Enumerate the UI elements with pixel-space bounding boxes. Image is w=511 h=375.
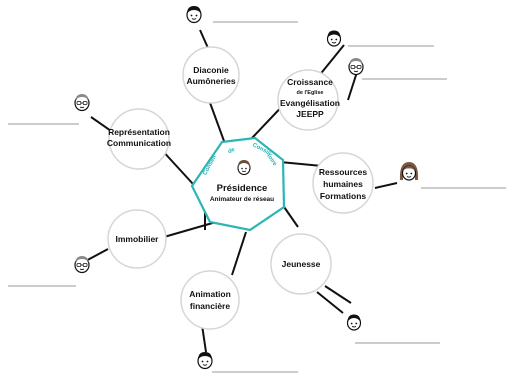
node-label-representation: Représentation Communication: [107, 127, 171, 148]
svg-text:JEEPP: JEEPP: [296, 109, 324, 119]
node-label-animation: Animation financière: [189, 289, 231, 311]
node-circle-ressources: [312, 152, 374, 214]
face-connector-lines: [81, 29, 398, 353]
person-face-icon: [186, 6, 202, 24]
person-face-icon: [326, 30, 342, 47]
svg-text:Diaconie: Diaconie: [193, 65, 229, 75]
person-face-long-hair-icon: [399, 162, 419, 181]
svg-text:humaines: humaines: [323, 179, 363, 189]
center-title: Présidence: [217, 183, 268, 194]
center-subtitle: Animateur de réseau: [210, 196, 274, 203]
svg-text:Communication: Communication: [107, 138, 171, 148]
name-placeholder-lines: [8, 21, 506, 373]
node-label-ressources: Ressources humaines Formations: [319, 167, 367, 201]
svg-text:de l'Eglise: de l'Eglise: [297, 90, 324, 96]
node-circle-diaconie: [182, 46, 240, 104]
node-label-croissance: Croissance de l'Eglise Evangélisation JE…: [280, 77, 340, 119]
person-face-glasses-icon: [74, 94, 90, 112]
svg-text:Evangélisation: Evangélisation: [280, 98, 340, 108]
center-face-icon: [237, 160, 251, 176]
svg-text:financière: financière: [190, 301, 230, 311]
node-circle-representation: [108, 108, 170, 170]
person-face-glasses-icon: [74, 256, 90, 274]
svg-text:Représentation: Représentation: [108, 127, 170, 137]
svg-text:Aumôneries: Aumôneries: [186, 76, 235, 86]
person-face-icon: [346, 314, 362, 331]
node-circles: [107, 46, 374, 330]
node-circle-croissance: [277, 69, 339, 131]
node-circle-jeunesse: [270, 233, 332, 295]
central-heptagon: [190, 136, 286, 232]
arc-word-de: de: [227, 147, 236, 156]
person-face-glasses-icon: [348, 58, 364, 76]
svg-text:Immobilier: Immobilier: [116, 234, 160, 244]
node-label-immobilier: Immobilier: [116, 234, 160, 244]
svg-text:Croissance: Croissance: [287, 77, 333, 87]
node-circle-immobilier: [107, 209, 167, 269]
svg-text:Animation: Animation: [189, 289, 231, 299]
svg-text:Jeunesse: Jeunesse: [282, 259, 321, 269]
node-label-jeunesse: Jeunesse: [282, 259, 321, 269]
node-circle-animation: [180, 270, 240, 330]
svg-text:Ressources: Ressources: [319, 167, 367, 177]
svg-text:Formations: Formations: [320, 191, 367, 201]
person-face-icon: [197, 352, 213, 370]
node-label-diaconie: Diaconie Aumôneries: [186, 65, 235, 86]
